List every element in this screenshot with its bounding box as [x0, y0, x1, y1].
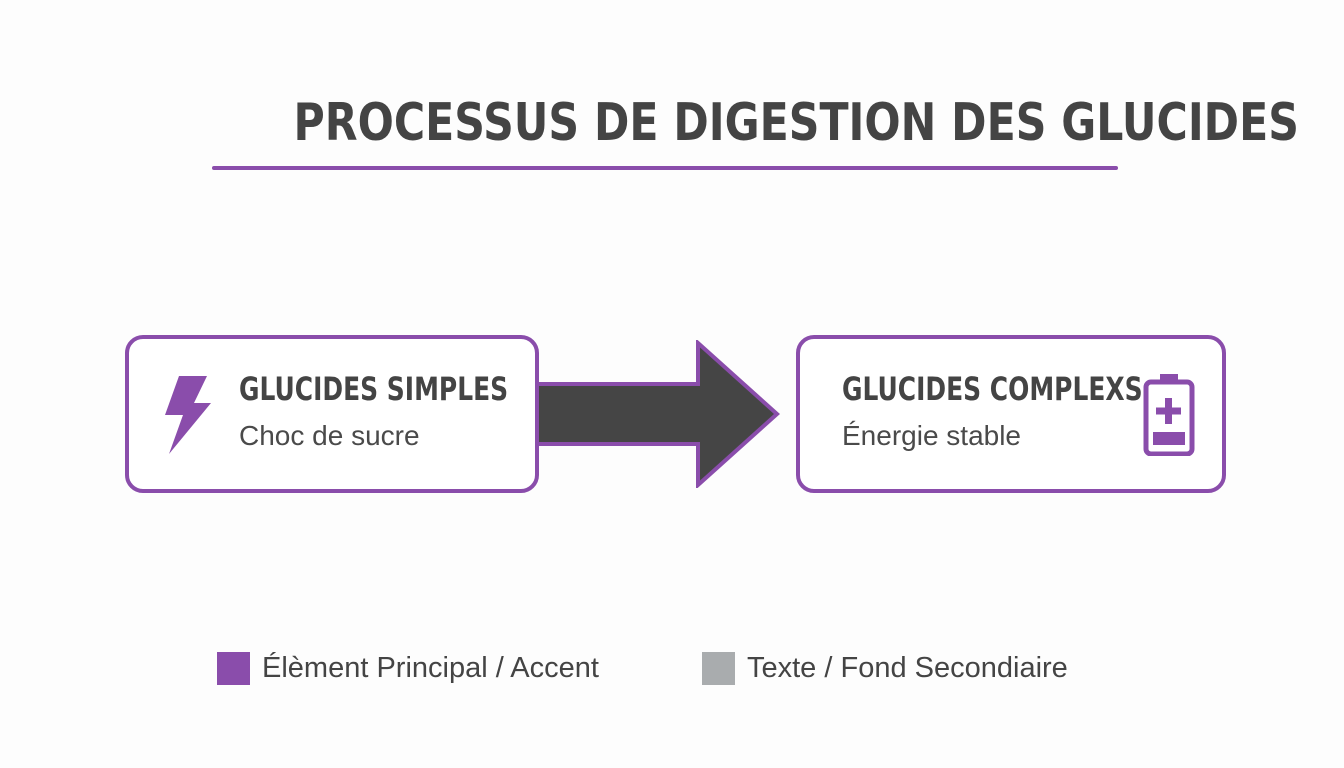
- legend-item-accent: Élèment Principal / Accent: [217, 649, 599, 687]
- node-title: GLUCIDES COMPLEXS: [842, 370, 1143, 408]
- node-subtitle: Énergie stable: [842, 420, 1022, 451]
- node-subtitle: Choc de sucre: [239, 420, 420, 451]
- legend-swatch-secondary: [702, 651, 735, 685]
- title-underline: [212, 166, 1118, 170]
- node-complex-carbs: GLUCIDES COMPLEXS Énergie stable: [796, 335, 1226, 493]
- legend-label: Élèment Principal / Accent: [262, 652, 599, 684]
- legend-label: Texte / Fond Secondiaire: [747, 652, 1068, 684]
- legend-item-secondary: Texte / Fond Secondiaire: [702, 649, 1068, 687]
- node-title: GLUCIDES SIMPLES: [239, 370, 509, 408]
- battery-icon: [1143, 374, 1195, 456]
- legend-swatch-accent: [217, 651, 250, 685]
- flow-arrow: [535, 340, 780, 488]
- page-title: PROCESSUS DE DIGESTION DES GLUCIDES: [293, 93, 1299, 153]
- lightning-bolt-icon: [165, 376, 211, 454]
- node-simple-carbs: GLUCIDES SIMPLES Choc de sucre: [125, 335, 539, 493]
